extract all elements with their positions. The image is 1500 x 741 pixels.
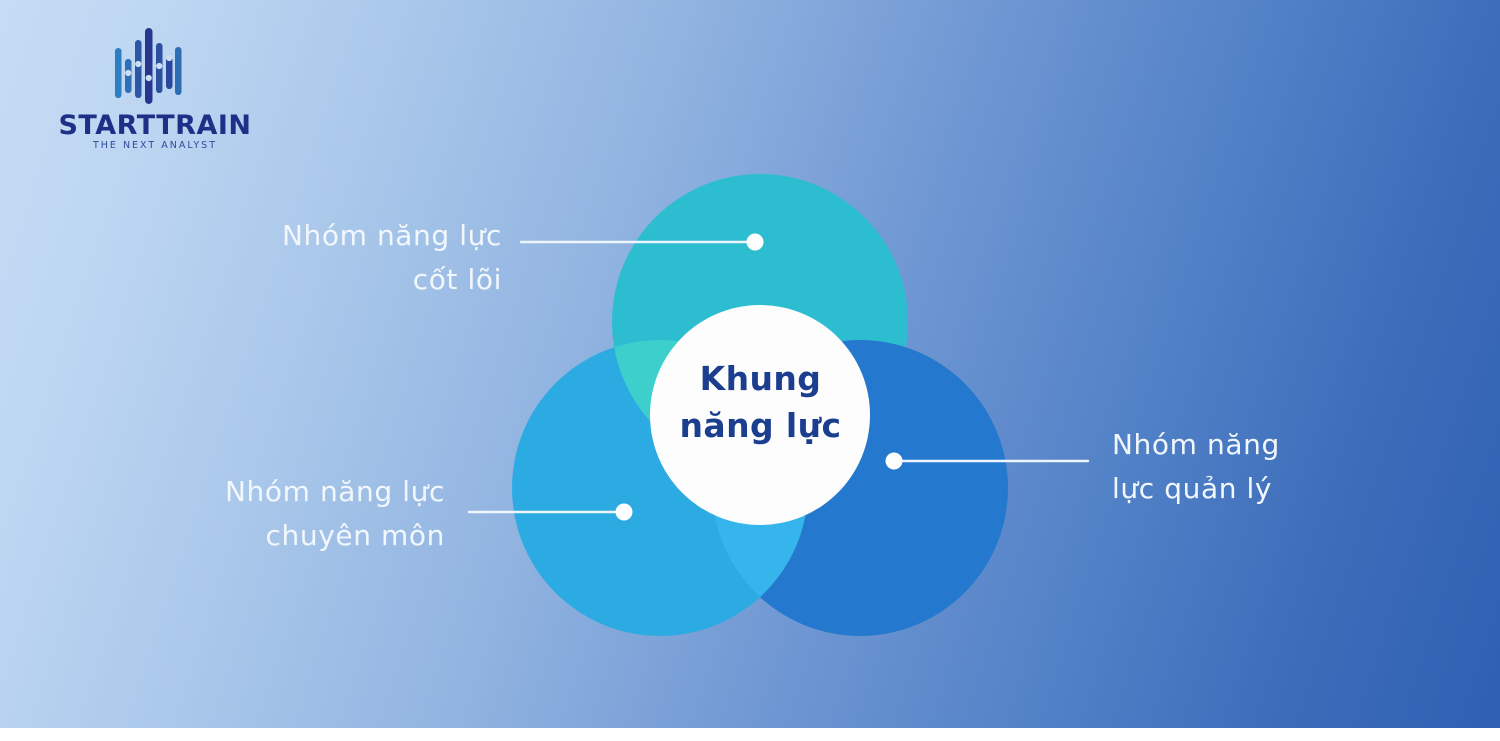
venn-center-hub [650, 305, 870, 525]
callout-manage-line2: lực quản lý [1112, 472, 1273, 505]
callout-label-manage: Nhóm năng lực quản lý [1112, 423, 1432, 511]
bottom-white-strip [0, 728, 1500, 741]
bar-chart-logo-mark-icon [113, 26, 183, 104]
venn-diagram [500, 150, 1060, 670]
brand-tagline: THE NEXT ANALYST [92, 140, 217, 151]
callout-manage-line1: Nhóm năng [1112, 428, 1280, 461]
callout-expert-line1: Nhóm năng lực [224, 475, 445, 508]
brand-logo: STARTTRAIN THE NEXT ANALYST [55, 26, 255, 156]
callout-expert-line2: chuyên môn [265, 519, 445, 552]
brand-wordmark: STARTTRAIN [58, 110, 252, 141]
callout-core-line1: Nhóm năng lực [281, 219, 502, 252]
callout-label-expert: Nhóm năng lực chuyên môn [0, 470, 445, 558]
callout-core-line2: cốt lõi [412, 263, 502, 296]
callout-label-core: Nhóm năng lực cốt lõi [0, 214, 502, 302]
